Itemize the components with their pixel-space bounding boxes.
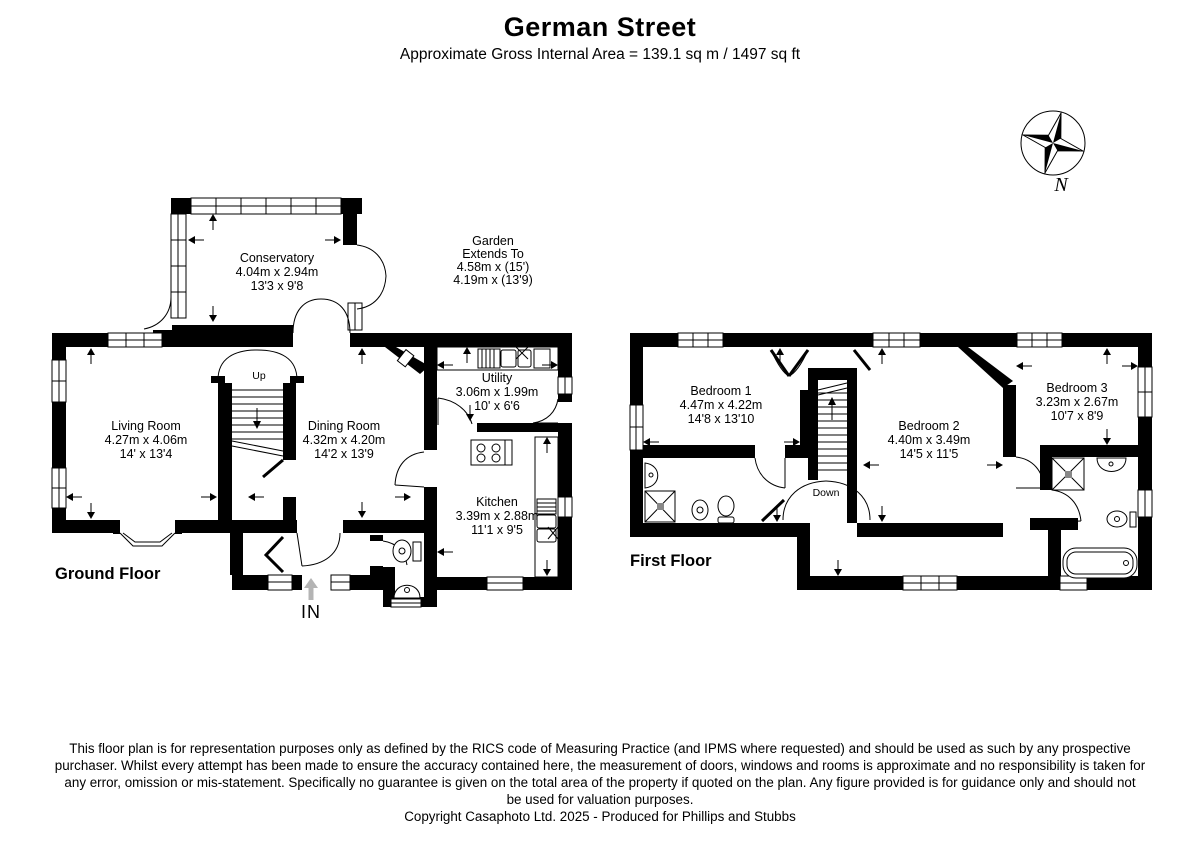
- room-labels: Conservatory 4.04m x 2.94m 13'3 x 9'8 Ga…: [105, 234, 1119, 537]
- utility-imperial: 10' x 6'6: [474, 399, 520, 413]
- bedroom1-metric: 4.47m x 4.22m: [680, 398, 763, 412]
- first-floor-label: First Floor: [630, 552, 712, 570]
- garden-note-line3: 4.58m x (15'): [457, 260, 530, 274]
- bifold-door: [263, 535, 285, 574]
- bedroom2-name: Bedroom 2: [898, 419, 959, 433]
- ground-floor-doors-stairs: [143, 244, 559, 574]
- conservatory-imperial: 13'3 x 9'8: [251, 279, 304, 293]
- bedroom3-name: Bedroom 3: [1046, 381, 1107, 395]
- stairs-down: [817, 382, 848, 471]
- kitchen-imperial: 11'1 x 9'5: [471, 523, 523, 537]
- ground-floor-fixtures: [392, 346, 559, 599]
- dining-room-metric: 4.32m x 4.20m: [303, 433, 386, 447]
- ensuite-toilet-2: [717, 495, 735, 517]
- ground-floor-windows: [51, 197, 573, 608]
- garden-note-line4: 4.19m x (13'9): [453, 273, 533, 287]
- copyright-line: Copyright Casaphoto Ltd. 2025 - Produced…: [404, 809, 796, 824]
- bedroom1-name: Bedroom 1: [690, 384, 751, 398]
- conservatory-name: Conservatory: [240, 251, 315, 265]
- kitchen-sink-bowl: [536, 514, 557, 529]
- utility-metric: 3.06m x 1.99m: [456, 385, 539, 399]
- ground-floor-label: Ground Floor: [55, 565, 161, 583]
- disclaimer-line: be used for valuation purposes.: [506, 792, 694, 807]
- bedroom1-imperial: 14'8 x 13'10: [688, 412, 755, 426]
- page-subtitle: Approximate Gross Internal Area = 139.1 …: [399, 46, 801, 63]
- dining-room-name: Dining Room: [308, 419, 380, 433]
- conservatory-metric: 4.04m x 2.94m: [236, 265, 319, 279]
- page-title: German Street: [503, 12, 697, 42]
- bedroom2-chamfer-wall: [958, 347, 1013, 388]
- disclaimer-line: purchaser. Whilst every attempt has been…: [54, 758, 1146, 773]
- kitchen-metric: 3.39m x 2.88m: [456, 509, 539, 523]
- compass-rose: N: [1020, 110, 1086, 196]
- living-room-metric: 4.27m x 4.06m: [105, 433, 188, 447]
- bedroom2-imperial: 14'5 x 11'5: [900, 447, 959, 461]
- garden-note-line1: Garden: [472, 234, 514, 248]
- utility-appliance: [533, 348, 551, 369]
- stairs-up-label: Up: [252, 370, 266, 382]
- utility-sink-bowl: [500, 349, 517, 368]
- disclaimer-line: any error, omission or mis-statement. Sp…: [64, 775, 1136, 790]
- first-floor-windows: [629, 332, 1153, 591]
- utility-name: Utility: [482, 371, 513, 385]
- first-floor-walls: [630, 333, 1152, 590]
- living-room-imperial: 14' x 13'4: [120, 447, 173, 461]
- measurement-arrows: [66, 214, 1138, 576]
- first-floor-fixtures: [644, 457, 1138, 579]
- kitchen-name: Kitchen: [476, 495, 518, 509]
- entrance-arrow-icon: [304, 578, 318, 600]
- stairs-up: [231, 389, 284, 457]
- stairs-down-label: Down: [813, 487, 840, 499]
- bedroom3-imperial: 10'7 x 8'9: [1051, 409, 1104, 423]
- corner-cupboard: [396, 348, 415, 368]
- ground-floor-walls: [52, 198, 572, 607]
- compass-north-label: N: [1053, 174, 1069, 196]
- bedroom3-metric: 3.23m x 2.67m: [1036, 395, 1119, 409]
- disclaimer: This floor plan is for representation pu…: [0, 740, 1200, 825]
- living-room-name: Living Room: [111, 419, 180, 433]
- bedroom2-metric: 4.40m x 3.49m: [888, 433, 971, 447]
- entrance-label: IN: [301, 602, 321, 622]
- utility-sink-drainer: [477, 348, 501, 369]
- disclaimer-line: This floor plan is for representation pu…: [69, 741, 1131, 756]
- dining-room-imperial: 14'2 x 13'9: [314, 447, 374, 461]
- garden-note-line2: Extends To: [462, 247, 524, 261]
- kitchen-hob: [470, 439, 513, 466]
